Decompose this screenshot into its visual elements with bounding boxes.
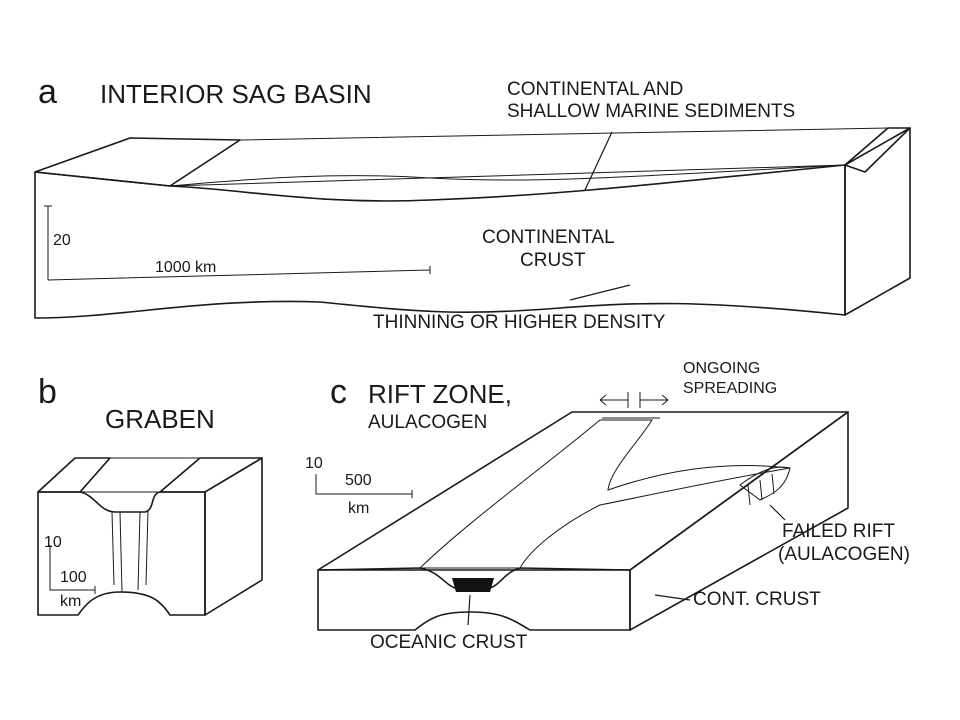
- sediment-leader: [584, 131, 613, 191]
- graben-floor-top: [78, 457, 202, 493]
- failed-rift-notch: [739, 466, 791, 501]
- right-shoulder-top: [844, 127, 911, 173]
- spreading-label-2: SPREADING: [683, 380, 777, 397]
- graben-side-face: [204, 457, 263, 616]
- graben-vertical-scale: 10: [44, 534, 62, 551]
- graben-left-top: [37, 457, 111, 493]
- graben-faults: [111, 509, 149, 593]
- panel-b-title: GRABEN: [105, 404, 215, 434]
- left-shoulder-top: [34, 137, 241, 187]
- horizontal-scale-label: 1000 km: [155, 259, 216, 276]
- graben-scale-bar: [49, 545, 96, 594]
- graben-horizontal-scale-value: 100: [60, 569, 87, 586]
- crust-label-1: CONTINENTAL: [482, 227, 615, 248]
- vertical-scale-bar: [44, 205, 52, 280]
- panel-b-letter: b: [38, 373, 57, 411]
- rift-front-face: [317, 567, 631, 631]
- graben-horizontal-scale-unit: km: [60, 593, 81, 610]
- vertical-scale-label: 20: [53, 232, 71, 249]
- sediments-label-1: CONTINENTAL AND: [507, 79, 683, 100]
- panel-a-letter: a: [38, 73, 57, 111]
- rift-horizontal-scale-value: 500: [345, 472, 372, 489]
- sediments-label-2: SHALLOW MARINE SEDIMENTS: [507, 101, 795, 122]
- rift-side-face: [629, 411, 849, 631]
- crust-label-2: CRUST: [520, 250, 586, 271]
- failed-rift-faults: [747, 473, 775, 506]
- graben-right-top: [159, 457, 263, 493]
- oceanic-crust-fill: [452, 578, 494, 592]
- rift-floor: [418, 419, 791, 569]
- spreading-label-1: ONGOING: [683, 360, 760, 377]
- rift-top-surface: [317, 411, 849, 571]
- panel-a: a INTERIOR SAG BASIN CONTINENTAL AND SHA…: [34, 73, 911, 333]
- right-side-face: [844, 127, 911, 316]
- oceanic-crust-label: OCEANIC CRUST: [370, 632, 528, 653]
- panel-c: c RIFT ZONE, AULACOGEN ONGOING SPREADING…: [305, 360, 910, 653]
- spreading-arrows: [599, 392, 669, 419]
- cont-crust-leader: [654, 594, 691, 601]
- thinning-leader: [569, 284, 631, 301]
- cont-crust-label: CONT. CRUST: [693, 589, 821, 610]
- oceanic-crust-leader: [467, 594, 471, 626]
- thinning-label: THINNING OR HIGHER DENSITY: [373, 312, 666, 333]
- panel-c-title-2: AULACOGEN: [368, 412, 487, 433]
- panel-c-title-1: RIFT ZONE,: [368, 379, 512, 409]
- rift-scale-bar: [315, 474, 413, 498]
- panel-c-letter: c: [330, 373, 347, 411]
- failed-rift-label-1: FAILED RIFT: [782, 521, 895, 542]
- horizontal-scale-bar: [47, 266, 431, 281]
- panel-b: b GRABEN 10 100 km: [37, 373, 263, 616]
- failed-rift-leader: [769, 504, 786, 521]
- failed-rift-label-2: (AULACOGEN): [778, 544, 910, 565]
- front-face: [34, 164, 846, 319]
- rift-horizontal-scale-unit: km: [348, 500, 369, 517]
- sediment-top: [168, 127, 890, 187]
- panel-a-title: INTERIOR SAG BASIN: [100, 79, 372, 109]
- rift-vertical-scale: 10: [305, 455, 323, 472]
